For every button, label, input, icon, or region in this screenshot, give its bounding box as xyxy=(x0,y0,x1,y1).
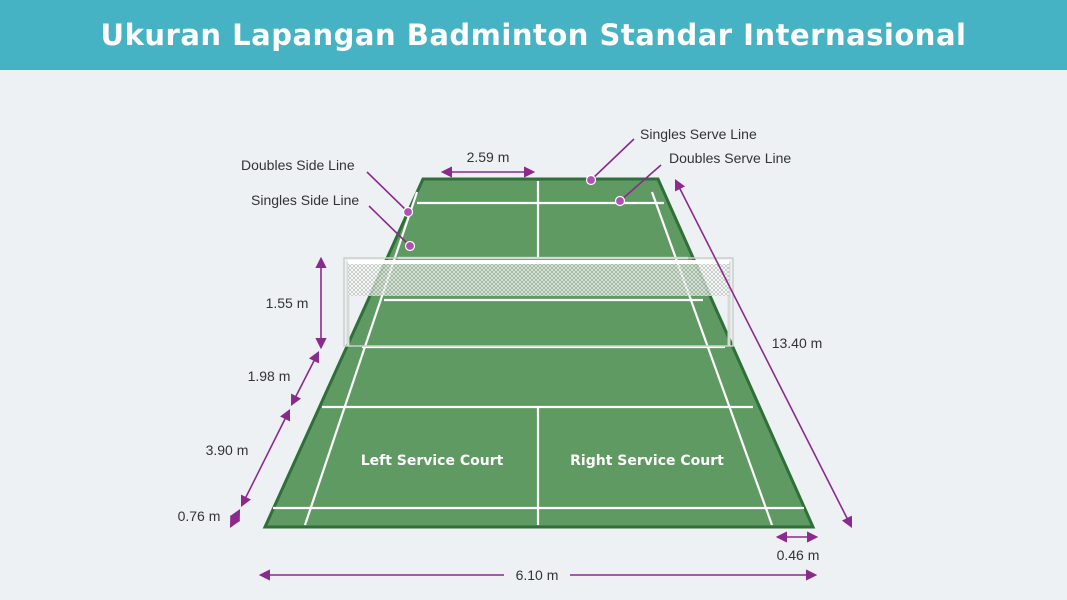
arrow-back-alley xyxy=(229,509,241,528)
marker-doubles-side xyxy=(402,206,414,218)
marker-singles-serve xyxy=(585,174,597,186)
arrow-short-service xyxy=(290,351,320,406)
net-mesh xyxy=(348,262,729,296)
page-title: Ukuran Lapangan Badminton Standar Intern… xyxy=(100,18,967,52)
leader-singles-serve xyxy=(590,138,635,181)
singles-side-line-label: Singles Side Line xyxy=(251,192,359,208)
arrow-court-length xyxy=(674,179,853,528)
right-service-court-label: Right Service Court xyxy=(570,453,724,469)
arrow-long-service xyxy=(240,408,291,508)
marker-singles-side xyxy=(404,240,416,252)
short-service-label: 1.98 m xyxy=(248,368,291,384)
doubles-serve-line-label: Doubles Serve Line xyxy=(669,150,791,166)
net-height-label: 1.55 m xyxy=(266,295,309,311)
callout-leaders xyxy=(366,138,662,247)
service-width-label: 2.59 m xyxy=(467,149,510,165)
doubles-side-line-label: Doubles Side Line xyxy=(241,157,355,173)
callout-markers xyxy=(402,174,626,252)
back-alley-label: 0.76 m xyxy=(178,508,221,524)
net-tape xyxy=(348,260,729,264)
leader-doubles-side xyxy=(366,171,409,213)
court-width-label: 6.10 m xyxy=(516,567,559,583)
title-banner: Ukuran Lapangan Badminton Standar Intern… xyxy=(0,0,1067,70)
side-alley-label: 0.46 m xyxy=(777,547,820,563)
singles-serve-line-label: Singles Serve Line xyxy=(640,126,757,142)
leader-doubles-serve xyxy=(619,164,662,202)
court-length-label: 13.40 m xyxy=(772,335,823,351)
long-service-label: 3.90 m xyxy=(206,442,249,458)
dimension-arrows xyxy=(229,166,853,581)
left-service-court-label: Left Service Court xyxy=(361,453,504,469)
marker-doubles-serve xyxy=(614,195,626,207)
singles-side-line-left xyxy=(303,191,419,526)
leader-singles-side xyxy=(368,205,411,247)
